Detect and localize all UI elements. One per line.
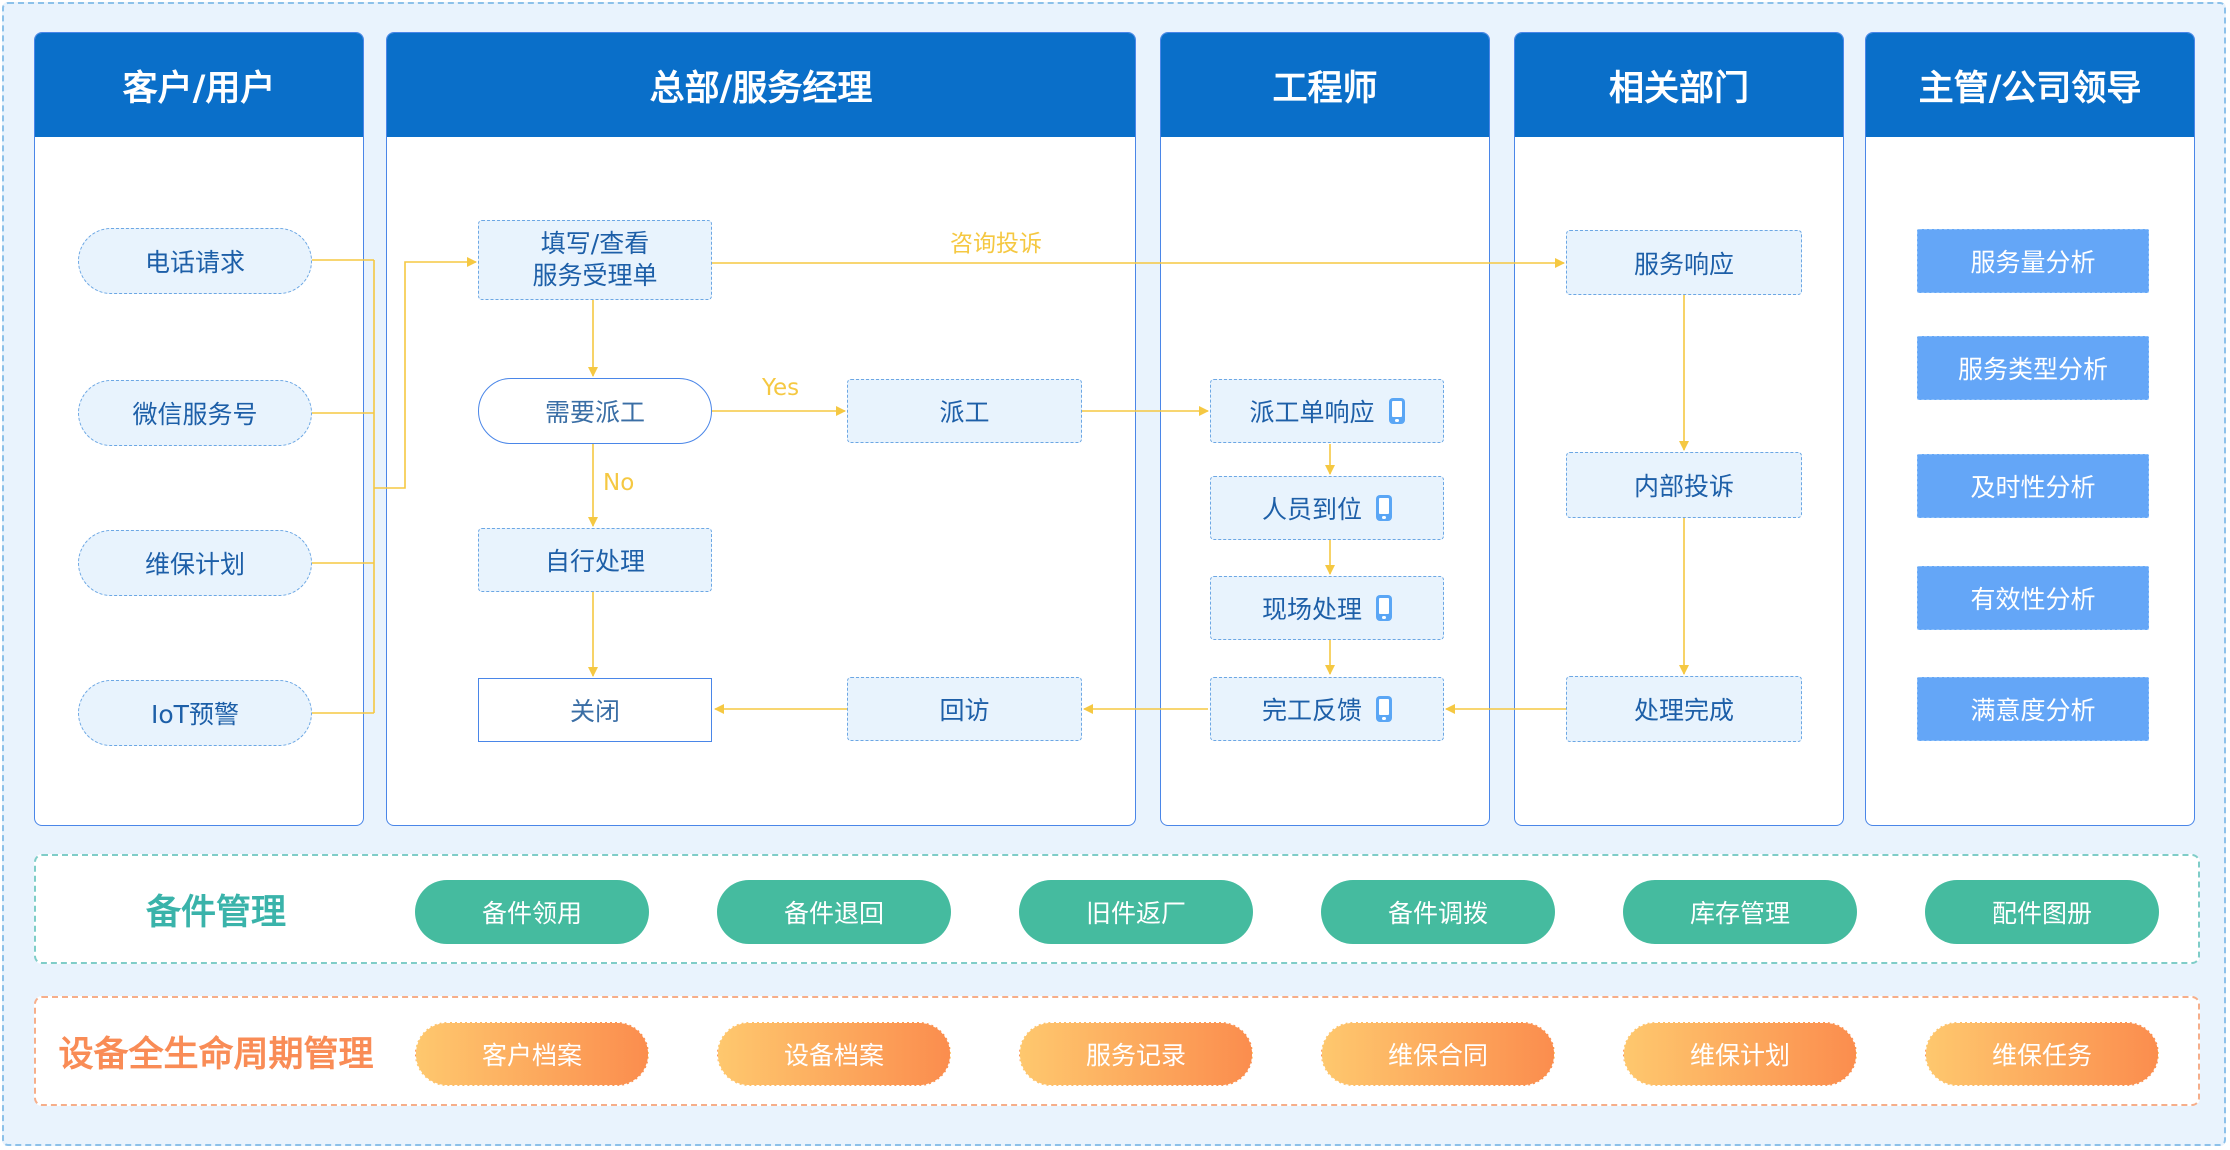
lane-header-dept: 相关部门	[1515, 33, 1843, 137]
node-handling-complete: 处理完成	[1566, 676, 1802, 742]
mobile-phone-icon	[1376, 495, 1392, 521]
node-iot-alert: IoT预警	[78, 680, 312, 746]
node-dispatch-response: 派工单响应	[1210, 379, 1444, 443]
node-self-handle: 自行处理	[478, 528, 712, 592]
band-title-lifecycle: 设备全生命周期管理	[58, 1034, 374, 1075]
node-service-response: 服务响应	[1566, 230, 1802, 295]
node-completion-feedback: 完工反馈	[1210, 677, 1444, 741]
lifecycle-item-equipment-file[interactable]: 设备档案	[717, 1022, 951, 1086]
node-fill-line1: 填写/查看	[540, 229, 650, 258]
node-close: 关闭	[478, 678, 712, 742]
edge-label-consult: 咨询投诉	[950, 231, 1042, 257]
node-onsite-handling-label: 现场处理	[1261, 595, 1362, 624]
analysis-service-type: 服务类型分析	[1917, 336, 2149, 400]
spare-item-catalog[interactable]: 配件图册	[1925, 880, 2159, 944]
node-dispatch-response-label: 派工单响应	[1249, 398, 1375, 427]
lane-header-leader: 主管/公司领导	[1866, 33, 2194, 137]
edge-label-yes: Yes	[762, 375, 800, 401]
spare-item-return[interactable]: 备件退回	[717, 880, 951, 944]
node-onsite-handling: 现场处理	[1210, 576, 1444, 640]
band-title-spare-parts: 备件管理	[145, 892, 286, 933]
node-internal-complaint: 内部投诉	[1566, 452, 1802, 518]
mobile-phone-icon	[1388, 398, 1405, 424]
node-staff-arrival: 人员到位	[1210, 476, 1444, 540]
node-fill-service-form: 填写/查看 服务受理单	[478, 220, 712, 300]
lifecycle-item-service-record[interactable]: 服务记录	[1019, 1022, 1253, 1086]
lane-header-hq: 总部/服务经理	[387, 33, 1135, 137]
analysis-satisfaction: 满意度分析	[1917, 677, 2149, 741]
analysis-service-volume: 服务量分析	[1917, 229, 2149, 293]
node-phone-request: 电话请求	[78, 228, 312, 294]
edge-label-no: No	[603, 470, 635, 496]
lane-header-engineer: 工程师	[1161, 33, 1489, 137]
lane-header-customer: 客户/用户	[35, 33, 363, 137]
spare-item-inventory[interactable]: 库存管理	[1623, 880, 1857, 944]
spare-item-requisition[interactable]: 备件领用	[415, 880, 649, 944]
node-staff-arrival-label: 人员到位	[1261, 495, 1362, 524]
analysis-effectiveness: 有效性分析	[1917, 566, 2149, 630]
lifecycle-item-maintenance-plan[interactable]: 维保计划	[1623, 1022, 1857, 1086]
spare-item-old-return[interactable]: 旧件返厂	[1019, 880, 1253, 944]
lifecycle-item-maintenance-contract[interactable]: 维保合同	[1321, 1022, 1555, 1086]
mobile-phone-icon	[1376, 696, 1392, 722]
node-maintenance-plan: 维保计划	[78, 530, 312, 596]
node-need-dispatch: 需要派工	[478, 378, 712, 444]
analysis-timeliness: 及时性分析	[1917, 454, 2149, 518]
node-dispatch: 派工	[847, 379, 1082, 443]
node-wechat-service: 微信服务号	[78, 380, 312, 446]
spare-item-transfer[interactable]: 备件调拨	[1321, 880, 1555, 944]
node-revisit: 回访	[847, 677, 1082, 741]
lifecycle-item-customer-file[interactable]: 客户档案	[415, 1022, 649, 1086]
lifecycle-item-maintenance-task[interactable]: 维保任务	[1925, 1022, 2159, 1086]
node-fill-line2: 服务受理单	[532, 261, 658, 290]
mobile-phone-icon	[1376, 595, 1392, 621]
node-completion-feedback-label: 完工反馈	[1261, 696, 1362, 725]
